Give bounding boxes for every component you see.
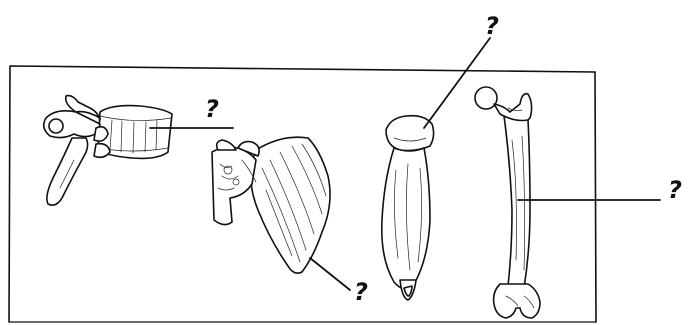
metacarpal-drawing <box>382 116 434 300</box>
metacarpal-pointer-line <box>424 38 490 128</box>
scapula-drawing <box>212 137 330 273</box>
metacarpal-question-label: ? <box>485 12 499 40</box>
scapula-question-label: ? <box>354 278 368 306</box>
vertebra-question-label: ? <box>205 95 219 123</box>
scapula-pointer-line <box>310 258 350 290</box>
vertebra-drawing <box>44 96 172 206</box>
femur-drawing <box>475 87 540 318</box>
femur-question-label: ? <box>668 176 682 204</box>
